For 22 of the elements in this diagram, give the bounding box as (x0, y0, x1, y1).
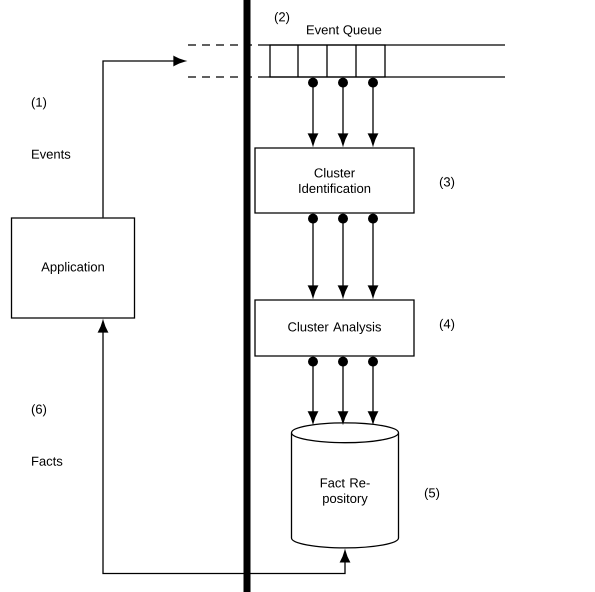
repository-cylinder: Fact Re- pository (290, 422, 400, 549)
arrow (308, 78, 318, 146)
arrow (368, 78, 378, 146)
process-box: Cluster Identification (254, 147, 415, 214)
arrow (98, 320, 350, 574)
queue-title: Event Queue (307, 25, 382, 37)
step-number: (4) (440, 318, 454, 332)
arrow (338, 78, 348, 146)
step-number: (3) (440, 176, 454, 190)
edge-label: (6) Facts (32, 404, 62, 466)
arrow (338, 214, 348, 298)
arrow (368, 356, 378, 424)
step-number: (2) (274, 12, 290, 24)
arrow (338, 356, 348, 424)
process-box: Cluster Analysis (254, 299, 415, 357)
arrow (102, 56, 186, 218)
edge-label: (1) Events (32, 97, 70, 159)
arrow (368, 214, 378, 298)
process-box: Application (10, 217, 136, 319)
arrow (308, 214, 318, 298)
arrow (308, 356, 318, 424)
step-number: (5) (424, 488, 440, 500)
